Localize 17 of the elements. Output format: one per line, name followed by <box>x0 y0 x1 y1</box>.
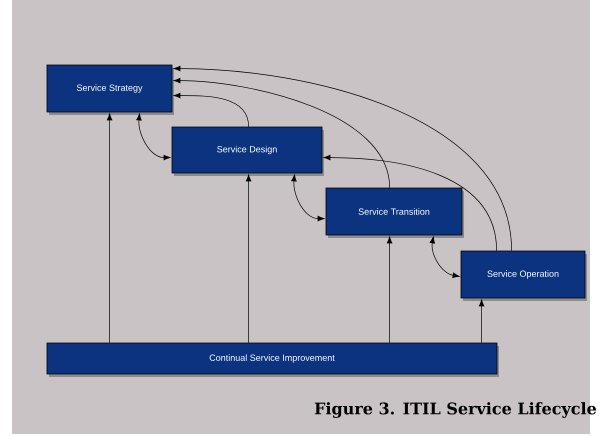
process-box: Continual Service Improvement <box>46 342 499 377</box>
arrow <box>136 113 170 160</box>
process-box: Service Strategy <box>46 64 174 115</box>
arrow <box>430 236 460 278</box>
arrow <box>386 236 392 343</box>
arrow <box>174 92 249 127</box>
arrow <box>324 154 497 251</box>
process-box: Service Design <box>172 126 324 176</box>
arrow <box>478 299 484 343</box>
arrow <box>291 174 325 222</box>
arrow <box>246 174 252 343</box>
arrow <box>174 78 390 188</box>
arrow <box>174 66 512 251</box>
process-box: Service Transition <box>326 188 464 238</box>
figure-caption: Figure 3. ITIL Service Lifecycle <box>314 402 596 418</box>
arrow <box>106 114 112 343</box>
process-box: Service Operation <box>460 250 588 301</box>
